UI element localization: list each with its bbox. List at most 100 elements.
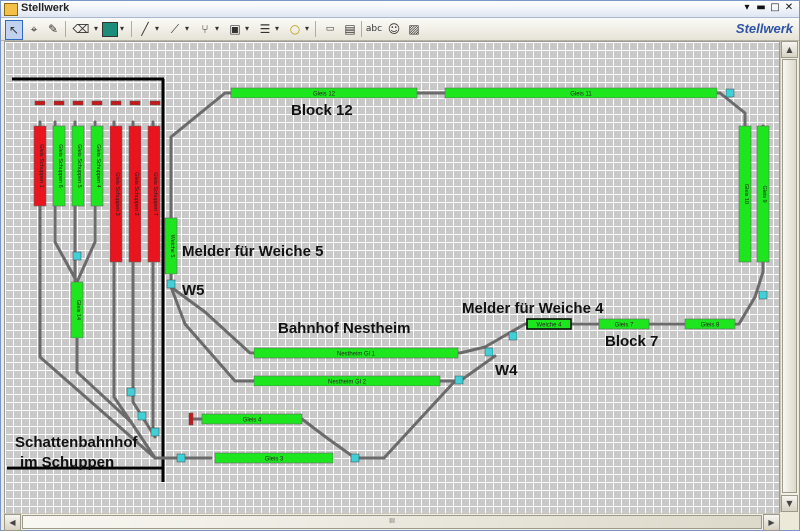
scroll-right-icon[interactable]: ▶ (763, 514, 780, 531)
track-gleis-10[interactable]: Gleis 10 (738, 125, 752, 263)
toolbar-separator (361, 21, 362, 37)
switch-marker[interactable] (484, 347, 494, 357)
pointer-icon[interactable]: ↖ (5, 20, 23, 40)
buffer-stops (34, 100, 194, 426)
switch-marker[interactable] (126, 387, 136, 397)
palette-icon[interactable]: ☺ (387, 22, 401, 36)
track-icon[interactable]: ⟋ (170, 22, 180, 36)
track-nestheim-2[interactable]: Nestheim Gl 2 (253, 375, 441, 387)
switch-icon[interactable]: ⑂ (201, 22, 209, 36)
track-label: Gleis 9 (761, 185, 767, 202)
label-icon[interactable]: ▭ (325, 24, 335, 34)
track-gleis-8[interactable]: Gleis 8 (684, 318, 736, 330)
color-swatch-icon[interactable] (102, 22, 118, 37)
track-gleis-14[interactable]: Gleis 14 (70, 281, 84, 339)
image-icon[interactable]: ▨ (408, 22, 420, 36)
track-label: Gleis Schuppen 5 (76, 144, 82, 187)
scroll-left-icon[interactable]: ◀ (4, 514, 21, 531)
maximize-button[interactable]: □ (770, 2, 780, 13)
switch-marker[interactable] (350, 453, 360, 463)
circle-dropdown-icon[interactable]: ▾ (304, 24, 309, 33)
track-gleis-4[interactable]: Gleis 4 (201, 413, 303, 425)
menu-chevron-icon[interactable]: ▾ (744, 2, 750, 13)
track-schuppen-3[interactable]: Gleis Schuppen 3 (109, 125, 123, 263)
track-gleis-3[interactable]: Gleis 3 (214, 452, 334, 464)
bahnhof-nestheim-label: Bahnhof Nestheim (278, 320, 411, 337)
toolbar-separator (131, 21, 132, 37)
switch-dropdown-icon[interactable]: ▾ (214, 24, 219, 33)
switch-marker[interactable] (725, 88, 735, 98)
switch-marker[interactable] (508, 331, 518, 341)
switch-marker[interactable] (150, 427, 160, 437)
buffer-stop (188, 412, 194, 426)
track-dropdown-icon[interactable]: ▾ (184, 24, 189, 33)
vertical-scroll-thumb[interactable] (782, 59, 797, 493)
track-label: Nestheim Gl 2 (328, 380, 367, 386)
track-label: Gleis Schuppen 2 (133, 172, 139, 215)
scroll-down-icon[interactable]: ▼ (781, 495, 798, 512)
track-weiche-4[interactable]: Weiche 4 (526, 318, 572, 330)
schattenbahnhof-label: Schattenbahnhof (15, 434, 139, 451)
circle-icon[interactable]: ○ (289, 22, 301, 36)
close-button[interactable]: ✕ (784, 2, 794, 13)
eraser-dropdown-icon[interactable]: ▾ (93, 24, 98, 33)
line-dropdown-icon[interactable]: ▾ (154, 24, 159, 33)
buffer-stop (72, 100, 84, 106)
track-weiche-5[interactable]: Weiche 5 (164, 217, 178, 275)
switch-marker[interactable] (137, 411, 147, 421)
track-label: Gleis Schuppen 4 (95, 144, 101, 187)
block-dropdown-icon[interactable]: ▾ (244, 24, 249, 33)
main-tracks: Gleis 12 Gleis 11 Nestheim Gl 1 Nestheim… (201, 87, 736, 464)
track-label: Gleis 14 (75, 300, 81, 320)
track-label: Gleis Schuppen 1 (38, 144, 44, 187)
track-nestheim-1[interactable]: Nestheim Gl 1 (253, 347, 459, 359)
signal-dropdown-icon[interactable]: ▾ (274, 24, 279, 33)
switch-marker[interactable] (758, 290, 768, 300)
track-diagram: Gleis Schuppen 1 Gleis Schuppen 6 Gleis … (7, 77, 770, 482)
buffer-stop (34, 100, 46, 106)
track-label: Weiche 5 (169, 235, 175, 258)
signal-icon[interactable]: ☰ (259, 22, 271, 36)
buffer-stop (110, 100, 122, 106)
track-gleis-12[interactable]: Gleis 12 (230, 87, 418, 99)
track-schuppen-7[interactable]: Gleis Schuppen 7 (147, 125, 161, 263)
track-schuppen-4[interactable]: Gleis Schuppen 4 (90, 125, 104, 207)
track-gleis-11[interactable]: Gleis 11 (444, 87, 718, 99)
track-schuppen-6[interactable]: Gleis Schuppen 6 (52, 125, 66, 207)
window-title: Stellwerk (21, 2, 70, 14)
pencil-icon[interactable]: ✎ (47, 22, 59, 36)
block-12-label: Block 12 (291, 102, 353, 119)
track-gleis-7[interactable]: Gleis 7 (598, 318, 650, 330)
switch-marker[interactable] (454, 375, 464, 385)
track-label: Weiche 4 (537, 323, 563, 329)
switch-marker[interactable] (166, 279, 176, 289)
shed-wall (7, 77, 165, 482)
text-icon[interactable]: abc (365, 24, 383, 34)
toolbar: ↖ ⌖ ✎ ⌫ ▾ ▾ ╱ ▾ ⟋ ▾ ⑂ ▾ ▣ ▾ ☰ ▾ ○ ▾ ▭ ▤ … (1, 18, 799, 41)
switch-marker[interactable] (72, 251, 82, 261)
eraser-icon[interactable]: ⌫ (72, 22, 90, 36)
horizontal-scrollbar[interactable]: ◀ III ▶ (4, 513, 780, 531)
block-7-label: Block 7 (605, 333, 658, 350)
track-schuppen-1[interactable]: Gleis Schuppen 1 (33, 125, 47, 207)
w4-label: W4 (495, 362, 518, 379)
track-label: Gleis 8 (701, 323, 720, 329)
line-icon[interactable]: ╱ (141, 22, 149, 36)
display-icon[interactable]: ▤ (344, 22, 356, 36)
switch-marker[interactable] (176, 453, 186, 463)
scroll-up-icon[interactable]: ▲ (781, 41, 798, 58)
buffer-stop (91, 100, 103, 106)
minimize-button[interactable]: ▬ (756, 2, 766, 13)
track-diagram-canvas[interactable]: Gleis Schuppen 1 Gleis Schuppen 6 Gleis … (4, 41, 780, 514)
block-icon[interactable]: ▣ (229, 22, 241, 36)
horizontal-scroll-thumb[interactable]: III (22, 515, 762, 529)
track-gleis-9[interactable]: Gleis 9 (756, 125, 770, 263)
track-label: Gleis 10 (743, 184, 749, 204)
vertical-scrollbar[interactable]: ▲ ▼ (780, 41, 798, 512)
track-schuppen-2[interactable]: Gleis Schuppen 2 (128, 125, 142, 263)
select-icon[interactable]: ⌖ (30, 22, 38, 36)
color-dropdown-icon[interactable]: ▾ (119, 24, 124, 33)
toolbar-separator (65, 21, 66, 37)
track-schuppen-5[interactable]: Gleis Schuppen 5 (71, 125, 85, 207)
